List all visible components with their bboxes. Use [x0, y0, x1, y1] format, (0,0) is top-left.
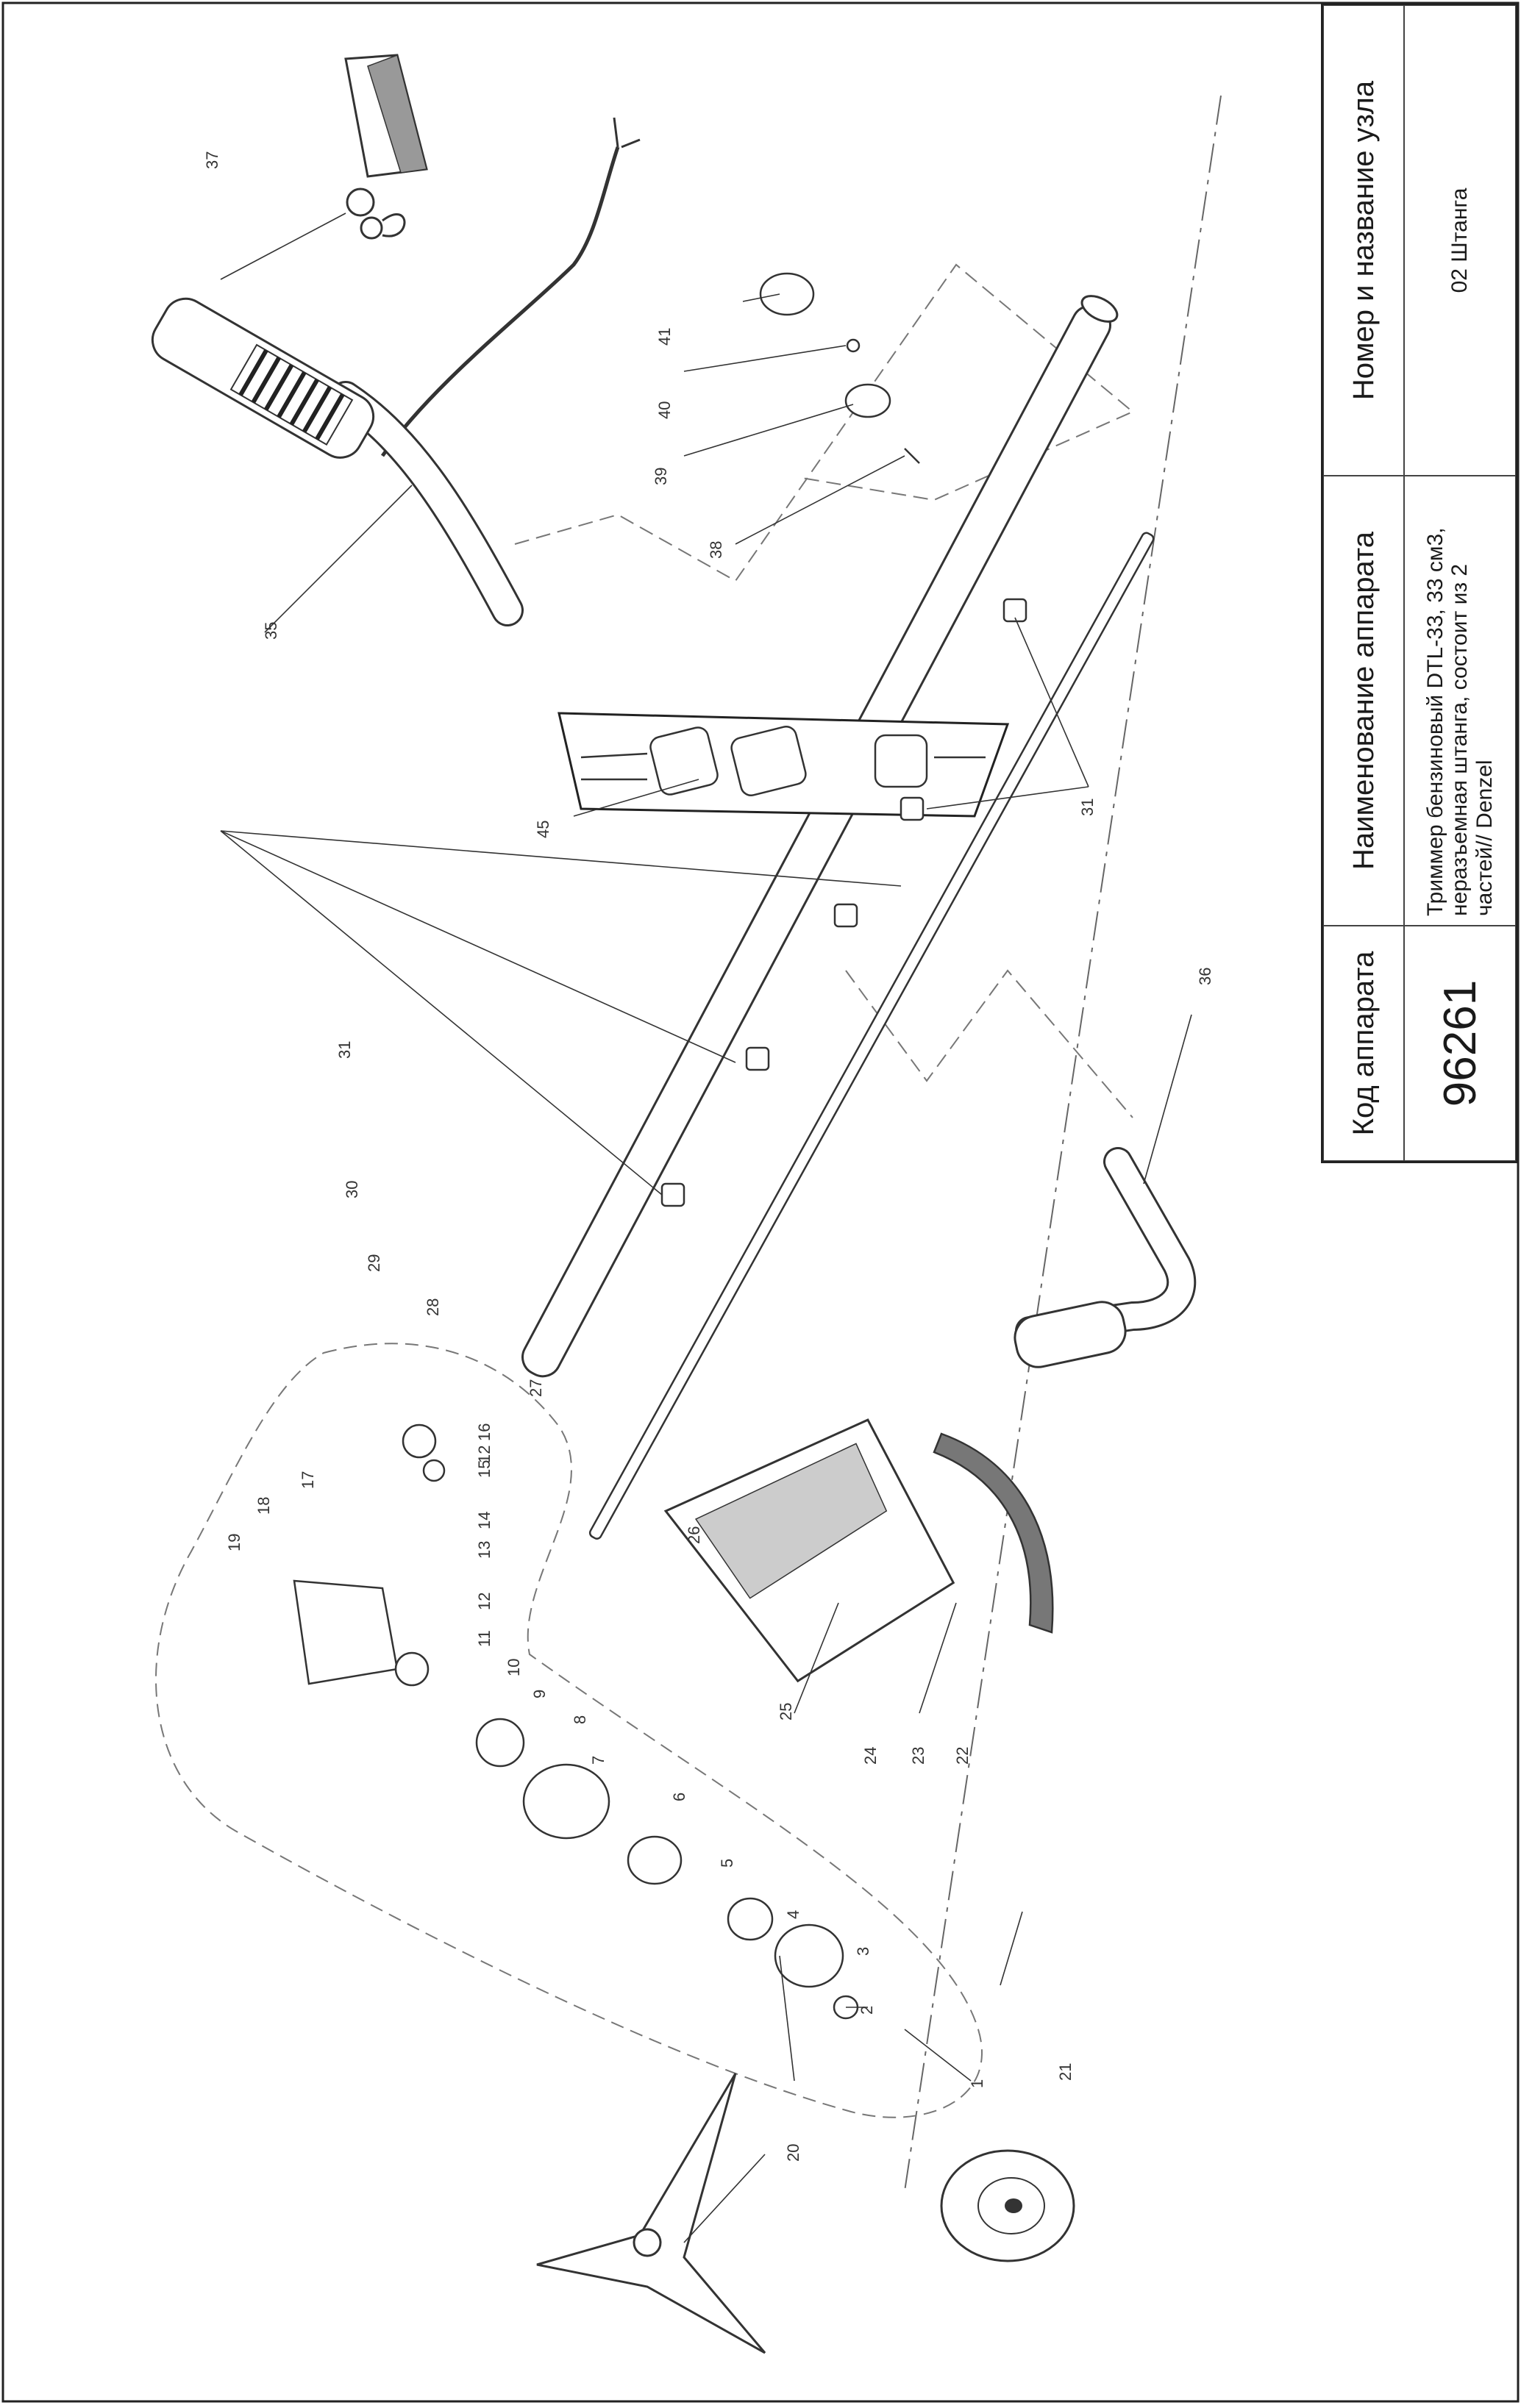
callout-40: 40	[655, 401, 674, 419]
callout-13: 13	[475, 1541, 494, 1559]
callout-30: 30	[343, 1181, 361, 1198]
name-value: Триммер бензиновый DTL-33, 33 см3, нераз…	[1404, 476, 1516, 926]
clamp-parts	[580, 726, 986, 796]
center-axis	[904, 95, 1222, 2192]
name-header: Наименование аппарата	[1323, 476, 1404, 926]
callout-9: 9	[530, 1690, 549, 1698]
callout-16: 16	[475, 1423, 494, 1441]
drive-shaft-tube	[521, 295, 1119, 1378]
shoulder-strap-37	[344, 54, 428, 240]
callout-27: 27	[527, 1379, 545, 1397]
callout-2: 2	[858, 2006, 876, 2015]
callout-14: 14	[475, 1512, 494, 1529]
zigzag-leader-handle	[845, 969, 1133, 1118]
callout-25: 25	[777, 1703, 795, 1721]
callout-31b: 31	[1078, 799, 1097, 816]
callout-5: 5	[718, 1859, 736, 1868]
clamp-parts-38-41	[759, 272, 920, 464]
callout-12b: 12	[475, 1446, 494, 1463]
callout-1: 1	[968, 2079, 986, 2088]
gearbox-parts	[293, 1423, 859, 2020]
leader-lines	[220, 212, 1192, 2243]
rear-handle-36	[1014, 1147, 1197, 1368]
three-tooth-blade-20	[536, 2073, 766, 2354]
code-header: Код аппарата	[1323, 926, 1404, 1161]
callout-10: 10	[505, 1659, 523, 1676]
callout-39: 39	[652, 468, 670, 485]
callout-28: 28	[424, 1298, 442, 1316]
callout-37: 37	[203, 151, 221, 169]
callout-45: 45	[534, 821, 552, 838]
callout-3: 3	[854, 1947, 872, 1956]
callout-12a: 12	[475, 1593, 494, 1610]
throttle-cable	[380, 146, 620, 457]
guard-25	[663, 1418, 955, 1683]
callout-38: 38	[707, 541, 725, 559]
unit-value: 02 Штанга	[1404, 5, 1516, 476]
callout-36: 36	[1196, 968, 1214, 985]
gearbox-group-outline	[155, 1343, 983, 2118]
callout-41: 41	[655, 328, 674, 346]
callout-17: 17	[299, 1471, 317, 1489]
cable-ends	[613, 117, 641, 149]
callout-6: 6	[670, 1793, 688, 1801]
callout-19: 19	[225, 1534, 243, 1551]
unit-header: Номер и название узла	[1323, 5, 1404, 476]
title-block: Код аппарата Наименование аппарата Номер…	[1321, 3, 1518, 1163]
callout-23: 23	[909, 1747, 927, 1765]
callout-11: 11	[475, 1630, 494, 1647]
shaft-bushings-31	[660, 598, 1027, 1207]
callout-20: 20	[784, 2144, 802, 2162]
title-block-table: Код аппарата Наименование аппарата Номер…	[1321, 3, 1518, 1163]
callout-22: 22	[953, 1747, 972, 1765]
callout-29: 29	[365, 1254, 383, 1272]
guard-extension-22	[933, 1432, 1054, 1634]
callout-26: 26	[685, 1526, 703, 1544]
callout-15: 15	[475, 1460, 494, 1478]
callout-31a: 31	[335, 1041, 354, 1059]
trimmer-head-21	[940, 2149, 1075, 2262]
callout-7: 7	[589, 1756, 608, 1765]
code-value: 96261	[1404, 926, 1516, 1161]
callout-21: 21	[1056, 2063, 1075, 2081]
callout-35: 35	[262, 622, 280, 640]
callout-4: 4	[784, 1910, 802, 1919]
throttle-grip	[151, 297, 375, 459]
callout-18: 18	[254, 1497, 273, 1515]
callout-8: 8	[571, 1715, 589, 1724]
inner-shaft-rod	[588, 532, 1155, 1540]
zigzag-leader-upper	[514, 263, 1134, 582]
callout-24: 24	[861, 1747, 880, 1765]
